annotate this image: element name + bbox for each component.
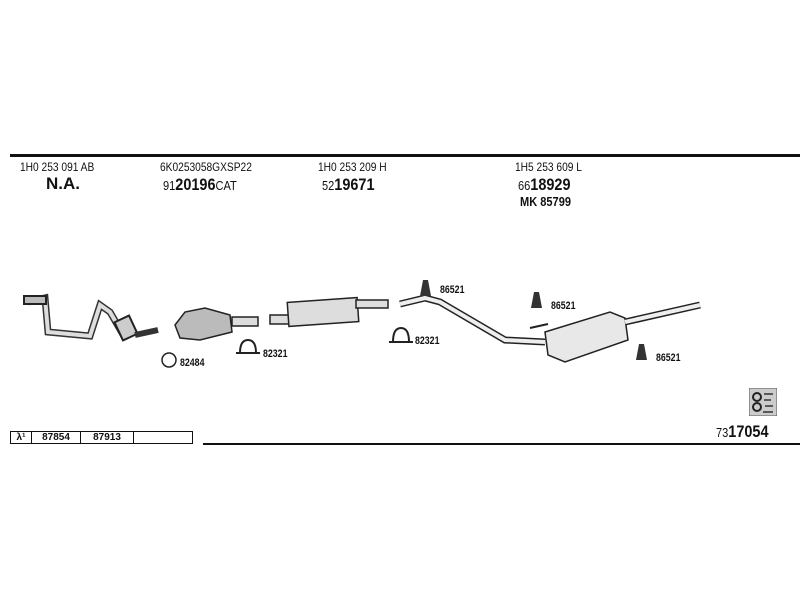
- oe-number-3: 1H0 253 209 H: [318, 160, 387, 174]
- oe-number-1: 1H0 253 091 AB: [20, 160, 95, 174]
- mounting-kit-number: MK 85799: [520, 194, 571, 209]
- middle-silencer: [269, 296, 389, 328]
- hanger-number-1: 86521: [440, 284, 465, 296]
- bottom-rule: [203, 443, 800, 445]
- kit-number: 7317054: [716, 422, 769, 441]
- hanger-icon-1: [420, 280, 431, 296]
- oe-number-2: 6K0253058GXSP22: [160, 160, 252, 174]
- gasket-icon: [161, 352, 177, 368]
- front-pipe: [23, 293, 159, 342]
- rear-muffler: [529, 301, 701, 363]
- gasket-number: 82484: [180, 357, 205, 369]
- clamp-icon-2: [389, 326, 413, 343]
- top-rule: [10, 154, 800, 157]
- lambda-value-1: 87854: [31, 431, 81, 444]
- part-number-3: 5219671: [322, 175, 375, 194]
- part-number-1: N.A.: [46, 174, 80, 193]
- exhaust-parts-drawing: [23, 280, 701, 368]
- lambda-value-2: 87913: [80, 431, 134, 444]
- clamp-number-2: 82321: [415, 335, 440, 347]
- hanger-icon-3: [636, 344, 647, 360]
- clamp-number-1: 82321: [263, 348, 288, 360]
- qr-code-icon: [749, 388, 777, 416]
- clamp-icon-1: [236, 338, 260, 354]
- oe-number-4: 1H5 253 609 L: [515, 160, 582, 174]
- part-number-4: 6618929: [518, 175, 571, 194]
- hanger-number-2: 86521: [551, 300, 576, 312]
- rear-pipe: [399, 294, 546, 346]
- lambda-sensor-table: λ¹ 87854 87913: [10, 431, 193, 444]
- hanger-icon-2: [531, 292, 542, 308]
- hanger-number-3: 86521: [656, 352, 681, 364]
- catalytic-converter: [174, 307, 259, 341]
- lambda-symbol: λ¹: [10, 431, 32, 444]
- part-number-2: 9120196CAT: [163, 175, 237, 194]
- lambda-value-3: [133, 431, 193, 444]
